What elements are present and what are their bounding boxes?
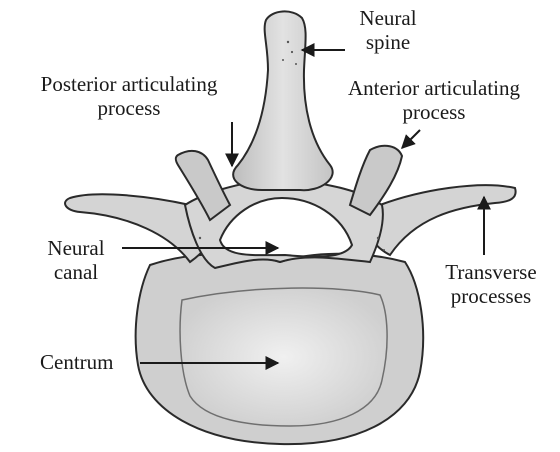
neural-arch-shape bbox=[65, 11, 516, 268]
label-neural-spine: Neural spine bbox=[352, 6, 424, 54]
label-line: Transverse bbox=[430, 260, 552, 284]
label-line: canal bbox=[36, 260, 116, 284]
label-line: Anterior articulating bbox=[315, 76, 553, 100]
centrum-shape bbox=[136, 254, 424, 444]
label-line: Neural bbox=[36, 236, 116, 260]
label-neural-canal: Neural canal bbox=[36, 236, 116, 284]
label-line: process bbox=[10, 96, 248, 120]
label-line: Neural bbox=[352, 6, 424, 30]
label-centrum: Centrum bbox=[40, 350, 114, 374]
label-line: process bbox=[315, 100, 553, 124]
label-posterior-articulating-process: Posterior articulating process bbox=[10, 72, 248, 120]
label-line: processes bbox=[430, 284, 552, 308]
label-transverse-processes: Transverse processes bbox=[430, 260, 552, 308]
label-line: Posterior articulating bbox=[10, 72, 248, 96]
arrow-anterior-articulating bbox=[402, 130, 420, 148]
label-line: spine bbox=[352, 30, 424, 54]
label-anterior-articulating-process: Anterior articulating process bbox=[315, 76, 553, 124]
